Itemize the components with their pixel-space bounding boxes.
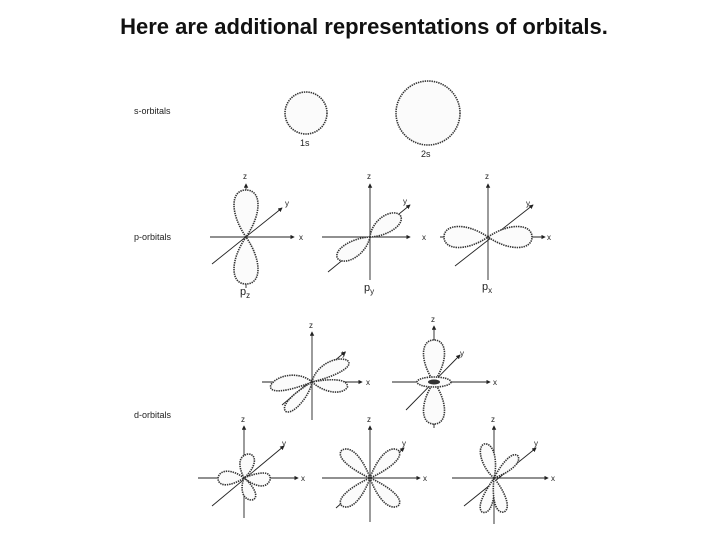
axis-z-label: z — [367, 415, 371, 424]
p-orbital-pz: z y x pz — [210, 172, 303, 300]
axis-x-label: x — [366, 378, 370, 387]
s-orbital-1s: 1s — [284, 91, 328, 148]
d-orbital-5: z y x — [452, 415, 555, 524]
axis-y-label: y — [342, 349, 346, 358]
axis-z-label: z — [431, 315, 435, 324]
s-orbital-2s: 2s — [395, 80, 461, 159]
axis-y-label: y — [282, 439, 286, 448]
axis-z-label: z — [491, 415, 495, 424]
p-orbital-px: z y x px — [440, 172, 551, 295]
axis-z-label: z — [367, 172, 371, 181]
axis-x-label: x — [493, 378, 497, 387]
d-orbital-1: z y x — [262, 321, 370, 420]
axis-y-label: y — [460, 349, 464, 358]
label-px: px — [482, 281, 492, 295]
label-pz: pz — [240, 286, 250, 300]
axis-x-label: x — [299, 233, 303, 242]
axis-x-label: x — [551, 474, 555, 483]
axis-z-label: z — [309, 321, 313, 330]
label-1s: 1s — [300, 138, 310, 148]
axis-x-label: x — [423, 474, 427, 483]
row-label-p: p-orbitals — [134, 232, 172, 242]
d-orbital-dz2: z y x — [392, 315, 497, 428]
axis-z-label: z — [485, 172, 489, 181]
label-py: py — [364, 282, 374, 296]
p-orbital-py: z y x py — [322, 172, 426, 296]
axis-z-label: z — [243, 172, 247, 181]
axis-y-label: y — [402, 439, 406, 448]
axis-y-label: y — [534, 439, 538, 448]
axis-x-label: x — [547, 233, 551, 242]
row-label-s: s-orbitals — [134, 106, 171, 116]
label-2s: 2s — [421, 149, 431, 159]
axis-x-label: x — [301, 474, 305, 483]
axis-x-label: x — [422, 233, 426, 242]
axis-y-label: y — [526, 199, 530, 208]
slide-title: Here are additional representations of o… — [120, 14, 608, 39]
row-label-d: d-orbitals — [134, 410, 172, 420]
axis-y-label: y — [285, 199, 289, 208]
d-orbital-4: z y x — [322, 415, 427, 522]
d-orbital-3: z y x — [198, 415, 305, 518]
axis-z-label: z — [241, 415, 245, 424]
axis-y-label: y — [403, 197, 407, 206]
